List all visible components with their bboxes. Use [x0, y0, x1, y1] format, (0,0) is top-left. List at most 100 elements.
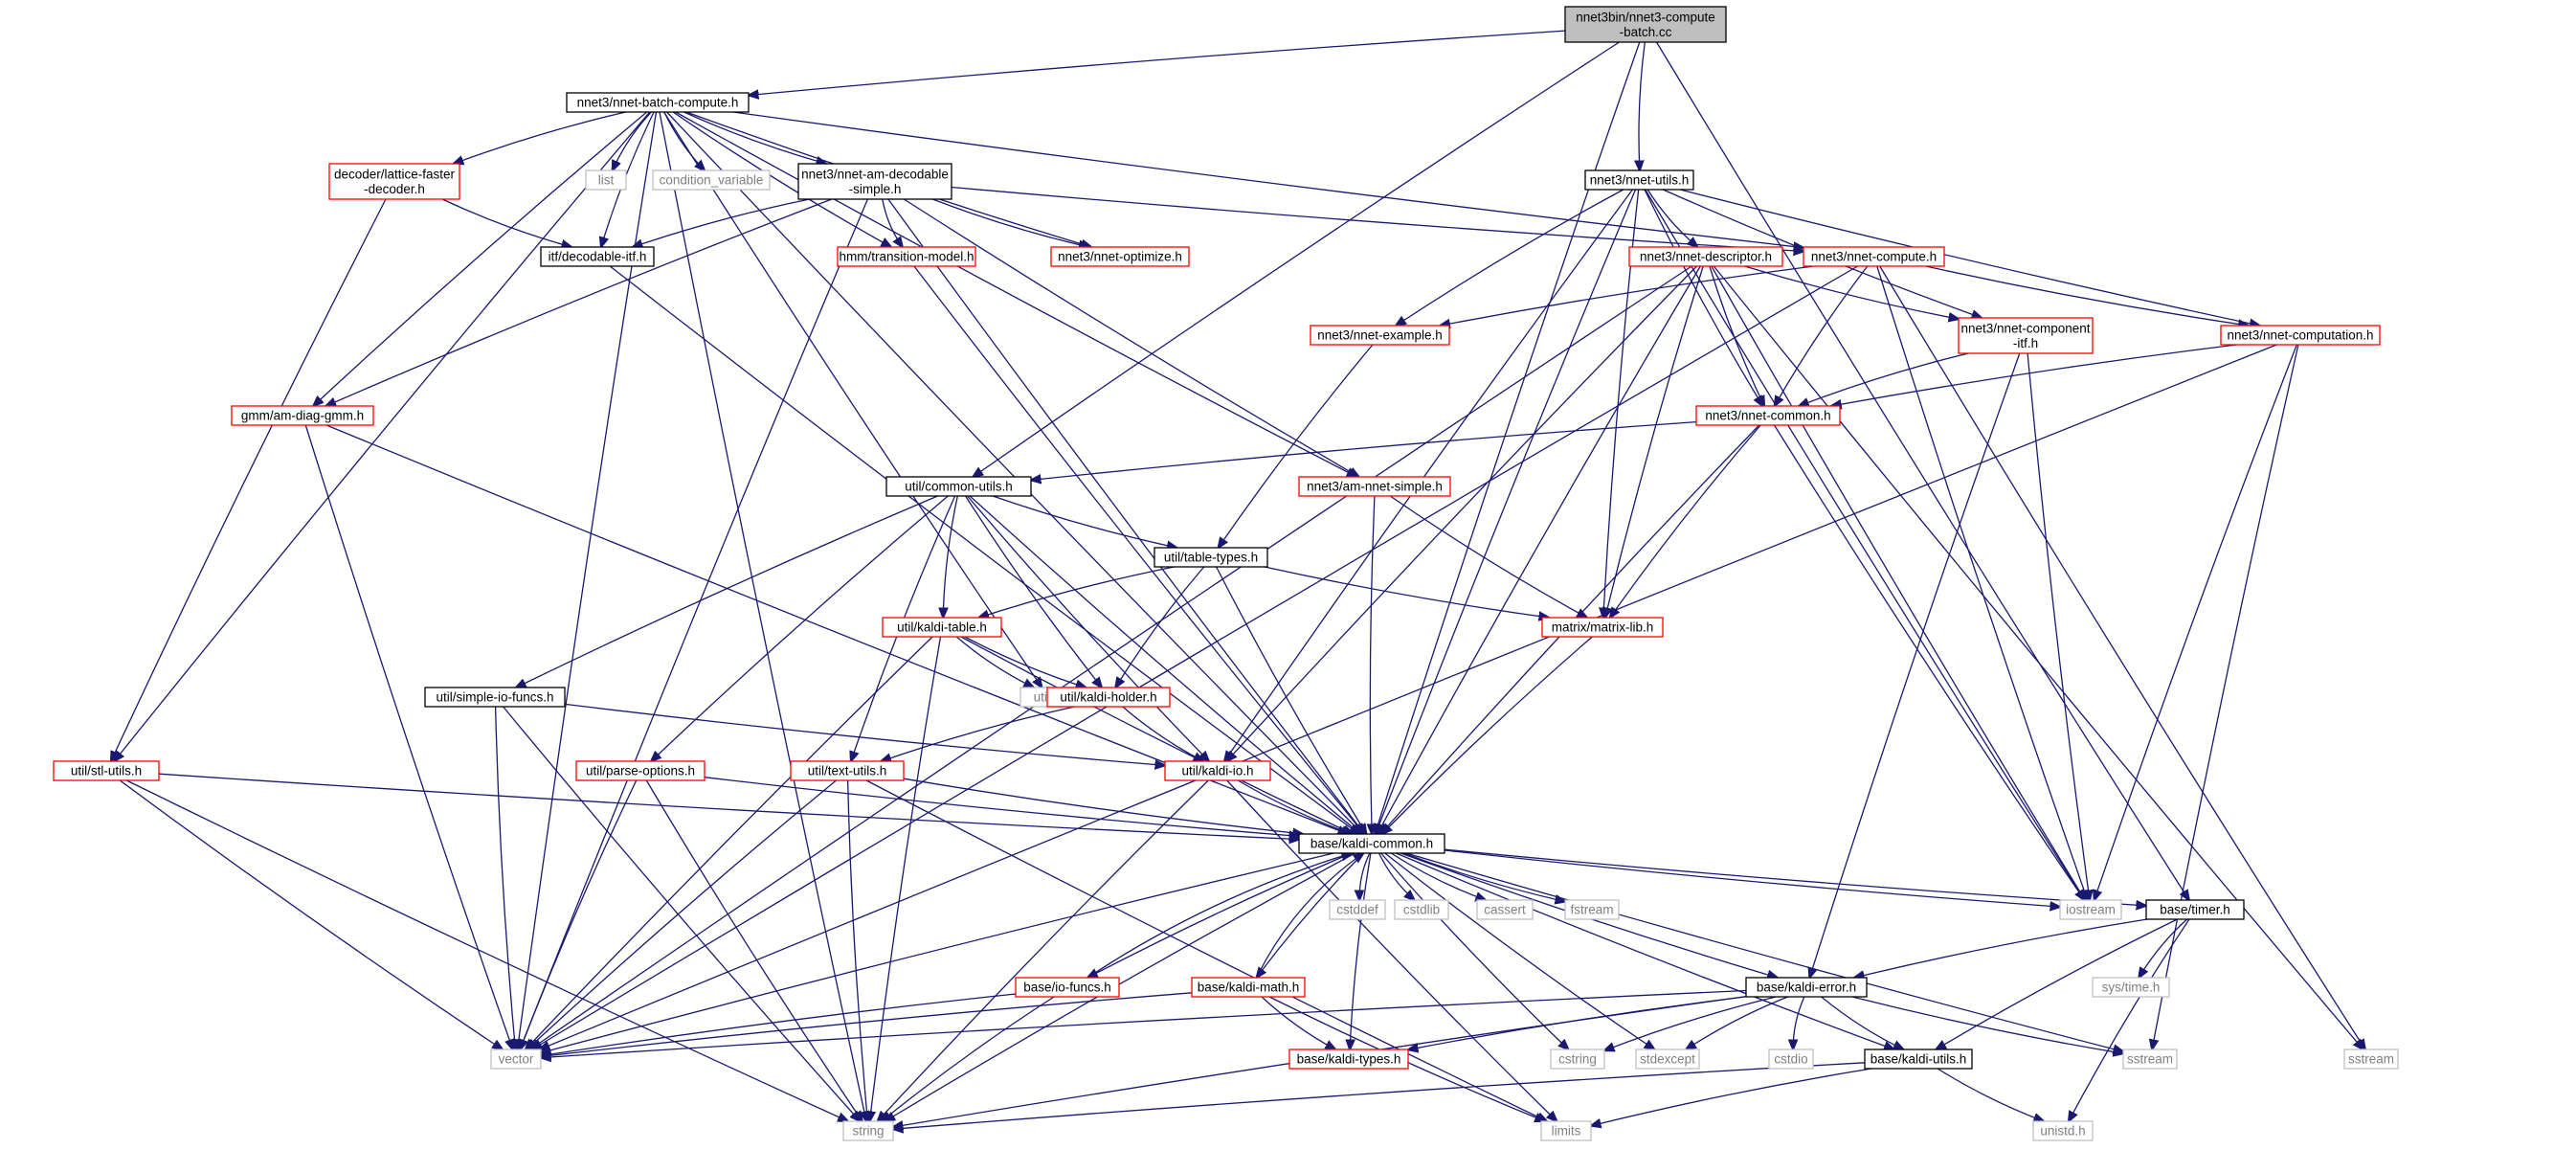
node-fstream: fstream — [1564, 899, 1620, 920]
node-base-kaldi-math-h[interactable]: base/kaldi-math.h — [1191, 977, 1306, 998]
edge-kc-to-timer — [1444, 848, 2146, 906]
edge-ncommon-to-mat — [1610, 424, 1761, 618]
node-base-kaldi-error-h[interactable]: base/kaldi-error.h — [1745, 977, 1868, 998]
node-util-kaldi-holder-h[interactable]: util/kaldi-holder.h — [1046, 687, 1171, 708]
node-list: list — [585, 169, 627, 191]
node-box — [842, 1120, 894, 1141]
node-nnet3-nnet-batch-compute-h[interactable]: nnet3/nnet-batch-compute.h — [566, 92, 750, 113]
node-label: -batch.cc — [1620, 25, 1672, 39]
edge-nbc-to-ncomp — [732, 111, 1803, 248]
node-box — [1541, 617, 1664, 638]
node-nnet3-nnet-common-h[interactable]: nnet3/nnet-common.h — [1695, 405, 1841, 426]
node-base-kaldi-common-h[interactable]: base/kaldi-common.h — [1298, 833, 1445, 854]
edge-stl-to-vector — [119, 779, 503, 1049]
node-label: hmm/transition-model.h — [839, 250, 974, 264]
node-label: nnet3/am-nnet-simple.h — [1307, 480, 1443, 494]
edge-ke-to-cstdio — [1793, 996, 1805, 1049]
edge-ncomp-to-sstream_right — [1879, 265, 2365, 1049]
edge-anns-to-kc — [1370, 495, 1375, 834]
node-base-io-funcs-h[interactable]: base/io-funcs.h — [1015, 977, 1120, 998]
node-label: limits — [1552, 1124, 1581, 1139]
node-label: util/parse-options.h — [586, 764, 695, 778]
edge-ku-to-unistd — [1937, 1068, 2044, 1121]
node-base-timer-h[interactable]: base/timer.h — [2145, 899, 2245, 920]
node-util-kaldi-io-h[interactable]: util/kaldi-io.h — [1164, 760, 1271, 781]
node-sys-time-h: sys/time.h — [2092, 977, 2170, 998]
node-box — [2145, 899, 2245, 920]
edge-nbc-to-kc — [666, 111, 1363, 834]
node-util-table-types-h[interactable]: util/table-types.h — [1154, 547, 1268, 568]
edge-km-to-vector — [541, 992, 1193, 1057]
node-nnet3-nnet-am-decodable-simple-h[interactable]: nnet3/nnet-am-decodable-simple.h — [797, 163, 952, 200]
edge-nutils-to-ncommon — [1644, 189, 1763, 406]
edge-lfd-to-stl — [111, 198, 387, 761]
node-box — [1015, 977, 1120, 998]
edge-nads-to-anns — [903, 198, 1358, 477]
node-cstddef: cstddef — [1329, 899, 1386, 920]
node-base-kaldi-utils-h[interactable]: base/kaldi-utils.h — [1864, 1049, 1973, 1070]
node-itf-decodable-itf-h[interactable]: itf/decodable-itf.h — [540, 246, 655, 267]
node-box — [1394, 899, 1449, 920]
node-util-text-utils-h[interactable]: util/text-utils.h — [790, 760, 905, 781]
edge-kt-to-kc — [960, 636, 1353, 834]
edge-km-to-kc — [1256, 853, 1364, 979]
node-box — [585, 169, 627, 191]
edge-po-to-vector — [520, 779, 638, 1049]
edge-kc-to-sstream_mid — [1405, 852, 2123, 1051]
edge-tt-to-kt — [979, 566, 1175, 618]
edge-kc-to-fstream — [1403, 852, 1565, 902]
node-nnet3-nnet-compute-h[interactable]: nnet3/nnet-compute.h — [1803, 246, 1945, 267]
node-util-parse-options-h[interactable]: util/parse-options.h — [575, 760, 706, 781]
node-label: nnet3/nnet-utils.h — [1590, 173, 1690, 188]
node-decoder-lattice-faster-decoder-h[interactable]: decoder/lattice-faster-decoder.h — [328, 163, 460, 200]
node-box — [490, 1049, 542, 1070]
edge-ndesc-to-ncitf — [1744, 265, 1960, 319]
edge-tu-to-vector — [527, 779, 837, 1049]
node-nnet3-nnet-example-h[interactable]: nnet3/nnet-example.h — [1310, 325, 1450, 346]
edge-ndesc-to-mat — [1605, 265, 1704, 618]
node-gmm-am-diag-gmm-h[interactable]: gmm/am-diag-gmm.h — [231, 405, 374, 426]
node-box — [1476, 899, 1534, 920]
node-util-common-utils-h[interactable]: util/common-utils.h — [885, 476, 1032, 497]
edge-nbc-to-string — [659, 111, 866, 1121]
node-label: itf/decodable-itf.h — [549, 250, 647, 264]
node-box — [1050, 246, 1190, 267]
node-nnet3-nnet-optimize-h[interactable]: nnet3/nnet-optimize.h — [1050, 246, 1190, 267]
edge-kh-to-tu — [882, 706, 1075, 761]
node-label: gmm/am-diag-gmm.h — [241, 409, 364, 423]
node-box — [231, 405, 374, 426]
edge-ncomp-to-ncomputation — [1925, 265, 2249, 326]
node-label: condition_variable — [660, 173, 764, 188]
node-box — [1803, 246, 1945, 267]
node-box — [1310, 325, 1450, 346]
edge-sio-to-kio — [564, 703, 1165, 765]
edge-stl-to-string — [125, 779, 848, 1121]
edge-ncitf-to-iostream — [2027, 352, 2090, 900]
node-label: sys/time.h — [2102, 981, 2161, 995]
node-box — [882, 617, 1002, 638]
node-util-kaldi-table-h[interactable]: util/kaldi-table.h — [882, 617, 1002, 638]
node-nnet3-nnet-component-itf-h[interactable]: nnet3/nnet-component-itf.h — [1958, 317, 2094, 354]
node-base-kaldi-types-h[interactable]: base/kaldi-types.h — [1288, 1049, 1409, 1070]
node-nnet3-nnet-computation-h[interactable]: nnet3/nnet-computation.h — [2220, 325, 2381, 346]
node-nnet3-am-nnet-simple-h[interactable]: nnet3/am-nnet-simple.h — [1298, 476, 1451, 497]
edge-timer-to-unistd — [2069, 918, 2190, 1121]
node-label: nnet3/nnet-optimize.h — [1058, 250, 1182, 264]
node-hmm-transition-model-h[interactable]: hmm/transition-model.h — [837, 246, 976, 267]
edge-ncomp-to-vector — [532, 265, 1858, 1049]
node-nnet3-nnet-descriptor-h[interactable]: nnet3/nnet-descriptor.h — [1628, 246, 1783, 267]
node-util-stl-utils-h[interactable]: util/stl-utils.h — [53, 760, 160, 781]
node-util-simple-io-funcs-h[interactable]: util/simple-io-funcs.h — [424, 687, 566, 708]
edge-ndesc-to-sstream_right — [1713, 265, 2363, 1049]
edge-nbc-to-anns — [675, 111, 1357, 477]
node-box — [1768, 1049, 1814, 1070]
node-label: cstdio — [1774, 1052, 1807, 1067]
edge-nbc-to-cv — [663, 111, 705, 170]
node-label: nnet3/nnet-example.h — [1317, 328, 1443, 343]
edge-nbc-to-utility — [663, 111, 1042, 688]
node-matrix-matrix-lib-h[interactable]: matrix/matrix-lib.h — [1541, 617, 1664, 638]
node-box — [1564, 6, 1727, 43]
node-nnet3bin-nnet3-compute-batch-cc[interactable]: nnet3bin/nnet3-compute-batch.cc — [1564, 6, 1727, 43]
node-nnet3-nnet-utils-h[interactable]: nnet3/nnet-utils.h — [1584, 169, 1694, 191]
edge-kio-to-kc — [1237, 779, 1352, 834]
